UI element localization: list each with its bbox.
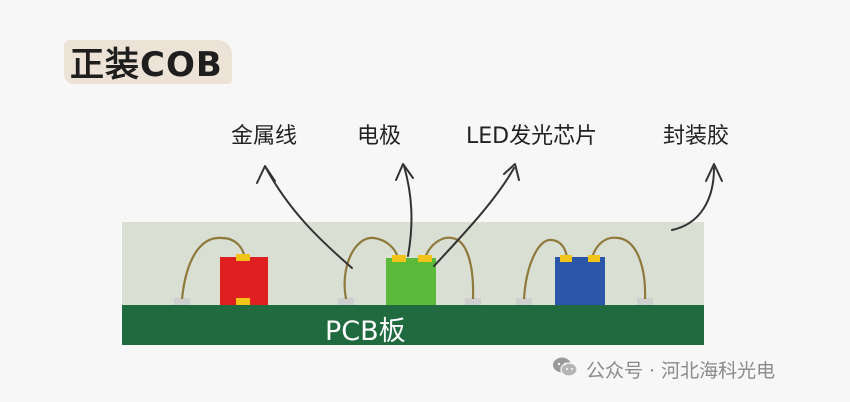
arrow-wire-head xyxy=(256,165,276,184)
arrow-electrode xyxy=(403,165,413,257)
gold-wire xyxy=(590,236,647,300)
title-highlight xyxy=(64,40,232,84)
arrow-wire xyxy=(265,167,353,269)
substrate-pad xyxy=(338,298,354,305)
pcb-board xyxy=(122,305,704,345)
arrow-electrode-head xyxy=(395,163,414,181)
chip-red xyxy=(220,257,268,305)
wechat-icon xyxy=(552,356,578,382)
substrate-pad xyxy=(637,298,653,305)
electrode-pad xyxy=(236,254,250,261)
pcb-label: PCB板 xyxy=(325,316,406,347)
electrode-pad xyxy=(560,255,572,262)
watermark-text: 公众号 · 河北海科光电 xyxy=(586,359,776,382)
electrode-pad xyxy=(392,255,406,262)
leader-arrows xyxy=(256,163,723,269)
gold-wire xyxy=(343,236,400,300)
arrow-glue xyxy=(671,167,715,231)
chip-green xyxy=(386,258,436,305)
diagram-title: 正装COB xyxy=(70,45,223,85)
chip-blue xyxy=(555,257,605,305)
arrow-glue-head xyxy=(705,163,723,182)
gold-wires xyxy=(180,236,647,300)
substrate-pad xyxy=(465,298,481,305)
label-electrode: 电极 xyxy=(357,124,402,149)
electrode-pad xyxy=(236,298,250,305)
label-metal-wire: 金属线 xyxy=(231,124,298,149)
gold-wire xyxy=(522,238,569,300)
watermark: 公众号 · 河北海科光电 xyxy=(552,356,775,382)
substrate-pad xyxy=(174,298,190,305)
label-led-chip: LED发光芯片 xyxy=(466,124,598,149)
arrow-chip xyxy=(433,167,515,267)
substrate-pad xyxy=(516,298,532,305)
electrode-pad xyxy=(418,255,432,262)
arrow-chip-head xyxy=(503,163,520,181)
gold-wire xyxy=(423,236,475,300)
electrode-pad xyxy=(588,255,600,262)
title-block: 正装COB xyxy=(64,30,234,90)
gold-wire xyxy=(180,236,247,300)
label-encapsulant: 封装胶 xyxy=(663,124,730,149)
